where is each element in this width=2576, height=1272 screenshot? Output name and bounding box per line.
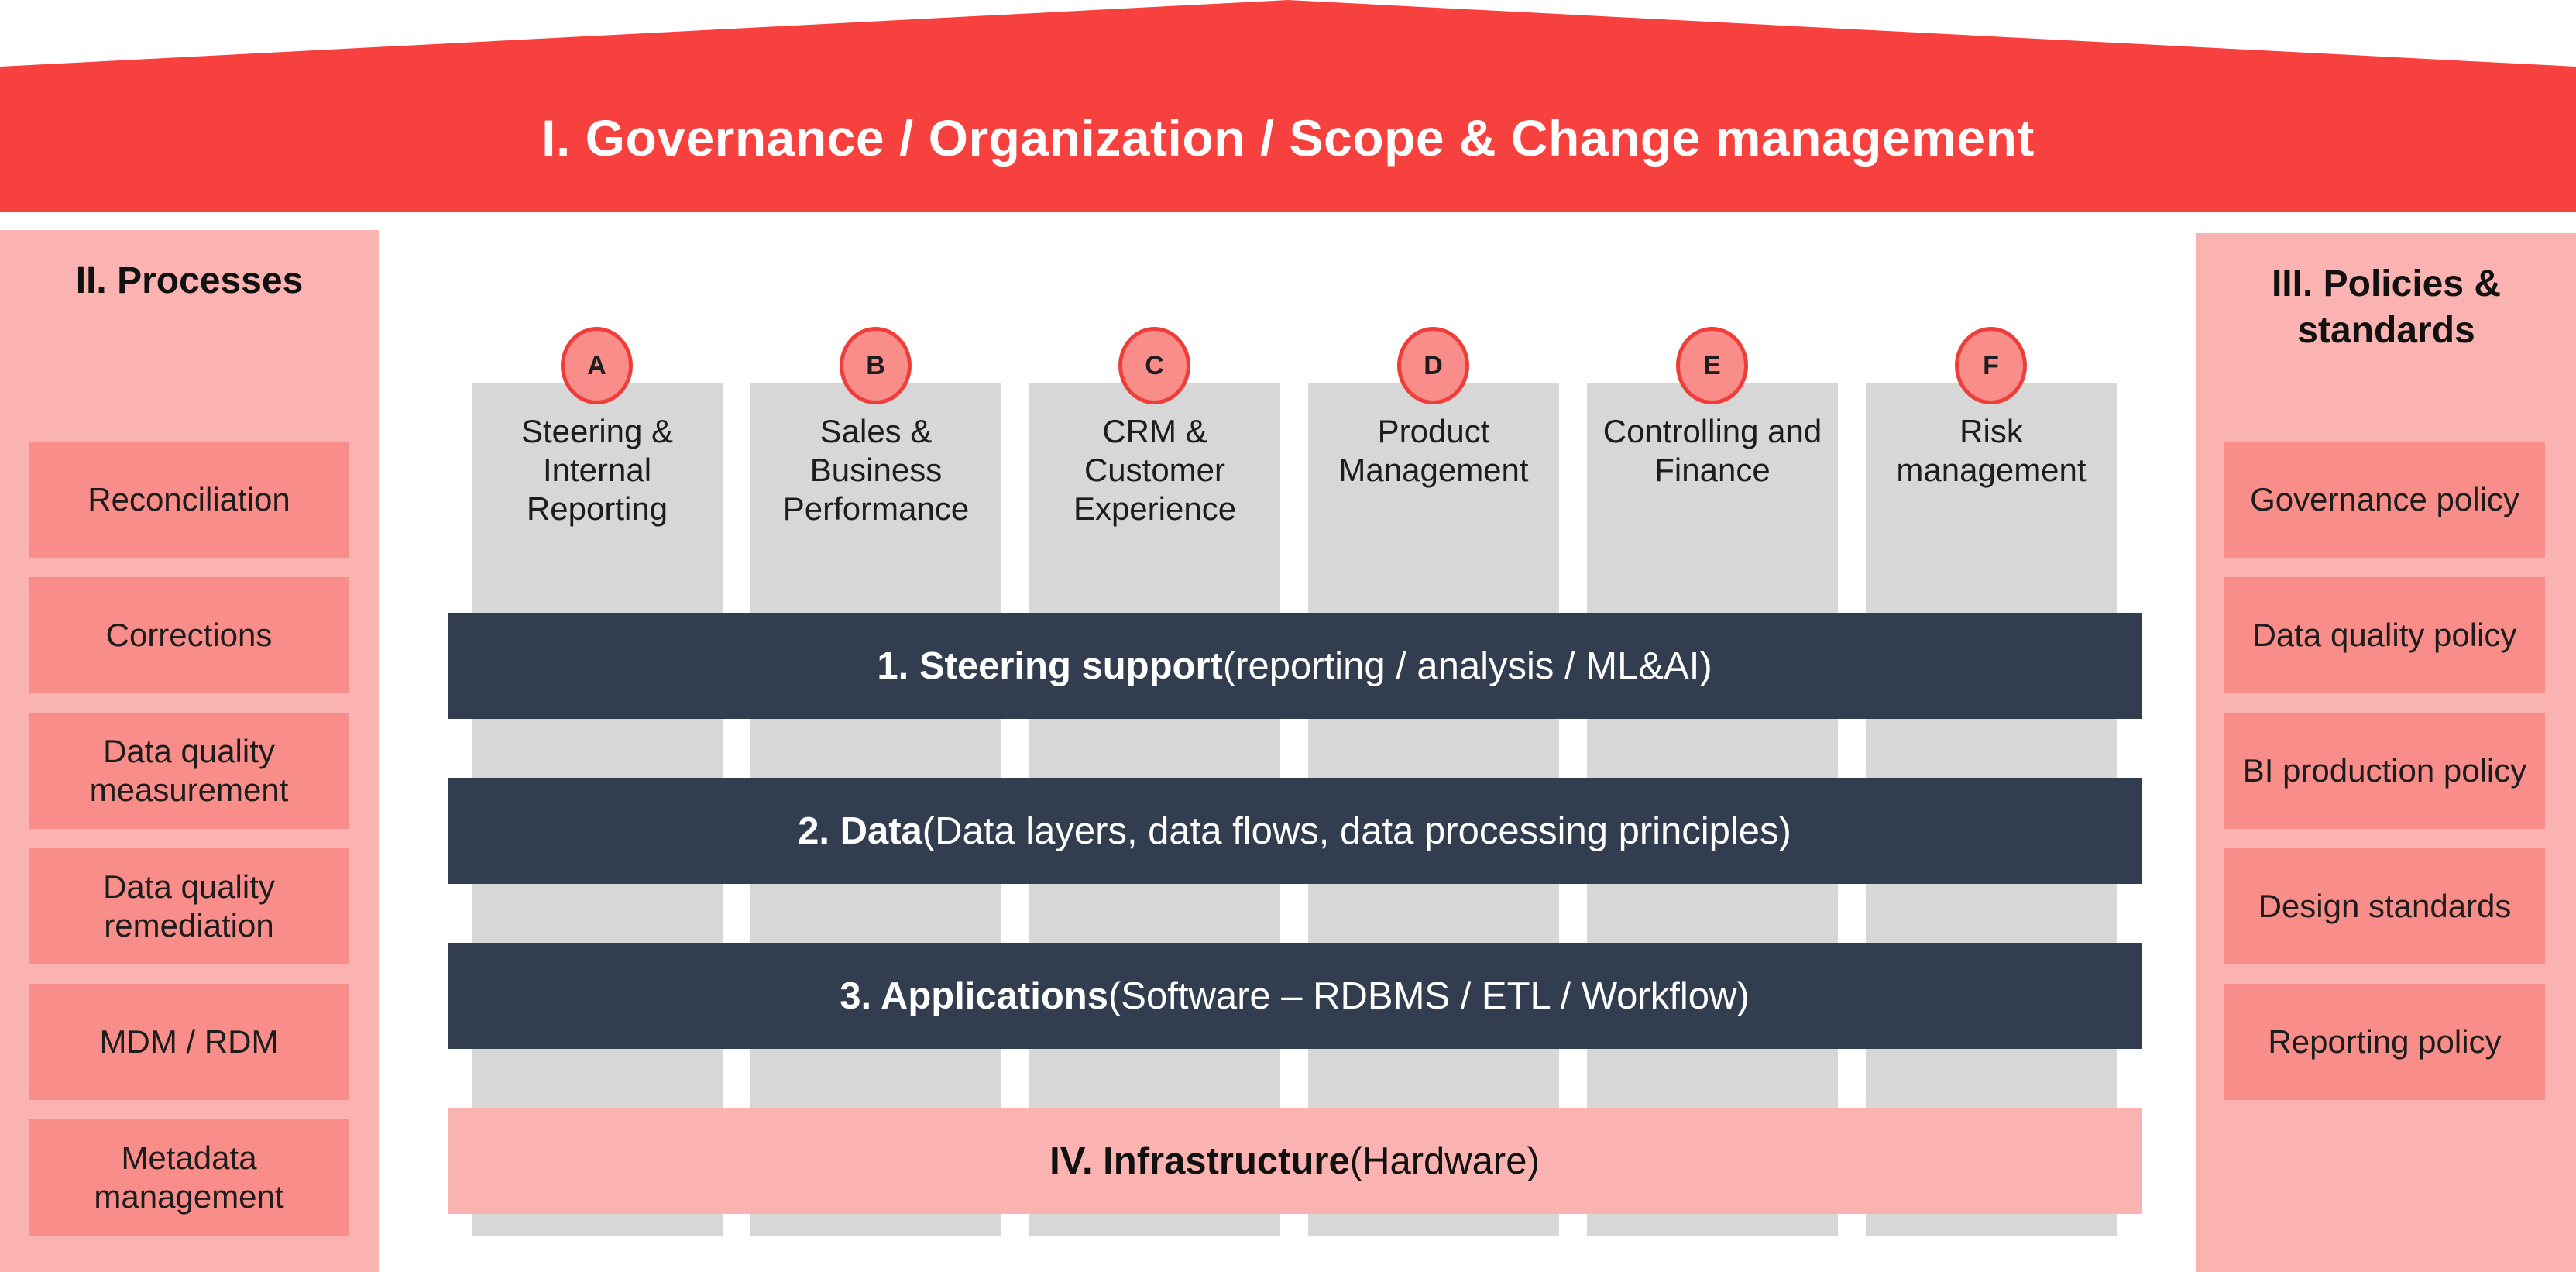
policy-box-data-quality: Data quality policy xyxy=(2224,577,2545,693)
process-box-dq-remediation: Data quality remediation xyxy=(29,848,349,964)
process-box-corrections: Corrections xyxy=(29,577,349,693)
domain-badge-c: C xyxy=(1118,327,1190,404)
layer-steering-support: 1. Steering support (reporting / analysi… xyxy=(448,613,2142,719)
policies-panel: III. Policies & standards Governance pol… xyxy=(2196,233,2576,1272)
layer-data-title: 2. Data xyxy=(798,810,922,852)
domain-badge-b: B xyxy=(840,327,912,404)
layer-steering-title: 1. Steering support xyxy=(877,645,1223,687)
policy-box-bi-production: BI production policy xyxy=(2224,713,2545,829)
layer-applications-title: 3. Applications xyxy=(840,975,1108,1017)
layer-data-detail: (Data layers, data flows, data processin… xyxy=(922,810,1791,852)
process-box-mdm-rdm: MDM / RDM xyxy=(29,984,349,1100)
domain-label-d: Product Management xyxy=(1338,413,1529,488)
layer-data: 2. Data (Data layers, data flows, data p… xyxy=(448,778,2142,884)
policies-title: III. Policies & standards xyxy=(2271,263,2502,351)
layer-steering-detail: (reporting / analysis / ML&AI) xyxy=(1222,645,1712,687)
domain-label-e: Controlling and Finance xyxy=(1602,413,1822,488)
domain-label-f: Risk management xyxy=(1896,413,2087,488)
process-box-dq-measurement: Data quality measurement xyxy=(29,713,349,829)
processes-panel: II. Processes Reconciliation Corrections… xyxy=(0,230,379,1272)
domain-label-b: Sales & Business Performance xyxy=(782,413,970,527)
process-box-reconciliation: Reconciliation xyxy=(29,442,349,558)
domain-badge-f: F xyxy=(1955,327,2027,404)
policy-box-design: Design standards xyxy=(2224,848,2545,964)
layer-applications-detail: (Software – RDBMS / ETL / Workflow) xyxy=(1108,975,1750,1017)
domain-label-c: CRM & Customer Experience xyxy=(1073,413,1237,527)
policy-box-governance: Governance policy xyxy=(2224,442,2545,558)
policy-box-reporting: Reporting policy xyxy=(2224,984,2545,1100)
layer-infrastructure-title: IV. Infrastructure xyxy=(1049,1140,1350,1182)
layer-infrastructure: IV. Infrastructure (Hardware) xyxy=(448,1108,2142,1214)
governance-roof xyxy=(0,0,2576,212)
layer-applications: 3. Applications (Software – RDBMS / ETL … xyxy=(448,943,2142,1049)
processes-title: II. Processes xyxy=(75,260,304,301)
domain-badge-d: D xyxy=(1397,327,1469,404)
layer-infrastructure-detail: (Hardware) xyxy=(1349,1140,1540,1182)
process-box-metadata: Metadata management xyxy=(29,1119,349,1236)
domain-label-a: Steering & Internal Reporting xyxy=(520,413,674,527)
domain-badge-e: E xyxy=(1676,327,1748,404)
domain-badge-a: A xyxy=(561,327,633,404)
governance-title: I. Governance / Organization / Scope & C… xyxy=(541,109,2035,167)
